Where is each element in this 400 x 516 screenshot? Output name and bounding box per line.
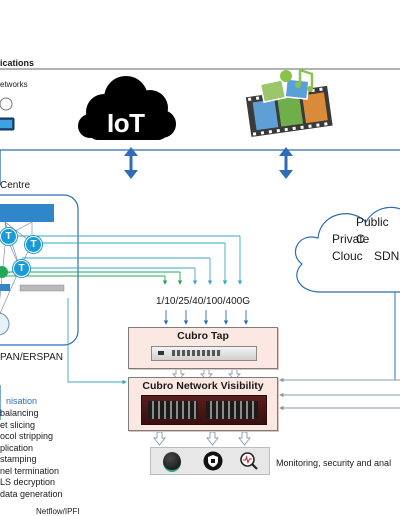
optimisation-heading: nisation bbox=[6, 396, 38, 406]
cubro-visibility-title: Cubro Network Visibility bbox=[142, 380, 264, 392]
bidirectional-arrow-icon bbox=[124, 147, 138, 179]
cubro-tap-title: Cubro Tap bbox=[177, 330, 229, 342]
tools-row bbox=[150, 447, 270, 475]
cloud-line-3: SDN bbox=[374, 249, 400, 263]
monitoring-label: Monitoring, security and anal bbox=[276, 458, 392, 468]
optimisation-item: LS decryption bbox=[0, 477, 56, 487]
security-shield-icon bbox=[203, 451, 223, 471]
tap-node: T bbox=[0, 228, 17, 245]
optimisation-item: plication bbox=[0, 442, 34, 453]
tap-device-icon bbox=[151, 346, 257, 361]
dc-server-icon bbox=[0, 312, 10, 336]
analytics-disc-icon bbox=[163, 452, 181, 472]
bidirectional-arrow-icon bbox=[279, 147, 293, 179]
public-cloud-shape bbox=[295, 206, 400, 293]
section-heading: ications bbox=[0, 58, 35, 68]
cubro-visibility-box: Cubro Network Visibility bbox=[128, 377, 278, 431]
green-node bbox=[0, 266, 8, 278]
visibility-to-tools-arrows bbox=[153, 431, 251, 446]
monitoring-magnifier-icon bbox=[239, 451, 259, 471]
tablet-icon bbox=[0, 117, 15, 131]
tap-node: T bbox=[25, 236, 42, 253]
speed-label: 1/10/25/40/100/400G bbox=[156, 296, 250, 307]
optimisation-item: et slicing bbox=[0, 419, 36, 430]
visibility-device-icon bbox=[141, 395, 267, 425]
cubro-tap-box: Cubro Tap bbox=[128, 327, 278, 369]
optimisation-item: balancing bbox=[0, 408, 39, 418]
iot-cloud-icon bbox=[78, 76, 176, 140]
netflow-label: Netflow/IPFI bbox=[36, 507, 80, 516]
span-label: PAN/ERSPAN bbox=[0, 352, 63, 363]
datacentre-label: Centre bbox=[0, 180, 31, 191]
networks-label: etworks bbox=[0, 80, 28, 89]
optimisation-item: stamping bbox=[0, 454, 37, 464]
optimisation-item: ocol stripping bbox=[0, 431, 54, 441]
optimisation-item: nel termination bbox=[0, 465, 60, 476]
media-film-icon bbox=[245, 68, 333, 137]
tap-node: T bbox=[13, 260, 30, 277]
cloud-line-1: Public C bbox=[356, 215, 389, 246]
phone-icon bbox=[0, 97, 13, 111]
optimisation-item: data generation bbox=[0, 488, 63, 499]
datacentre-box bbox=[0, 194, 79, 346]
iot-label: IoT bbox=[107, 108, 145, 138]
dc-switch-block bbox=[0, 204, 54, 222]
optimisation-list: balancing et slicing ocol stripping plic… bbox=[0, 408, 63, 500]
cloud-line-2: Private Clouc bbox=[332, 232, 370, 263]
